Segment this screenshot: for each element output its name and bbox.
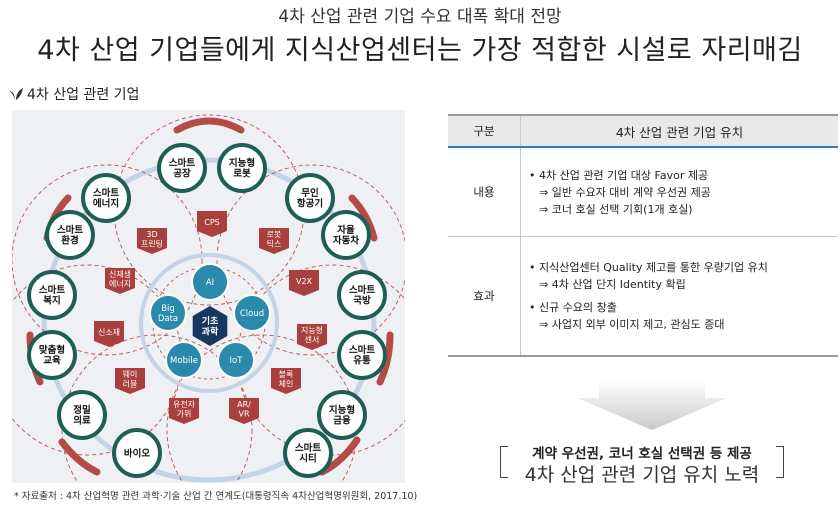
industry-node xyxy=(337,270,387,320)
rim-arc xyxy=(348,194,378,242)
table-header-category: 구분 xyxy=(448,114,521,148)
content-sub-item: ⇒ 일반 수요자 대비 계약 우선권 제공 xyxy=(539,185,711,199)
linkage-petal xyxy=(11,164,203,356)
industry-node xyxy=(112,428,162,478)
industry-node xyxy=(283,428,333,478)
industry-node xyxy=(217,143,267,193)
industry-node xyxy=(27,330,77,380)
core-tech-label: AI xyxy=(206,278,214,288)
table-row: 내용 • 4차 산업 관련 기업 대상 Favor 제공 ⇒ 일반 수요자 대비… xyxy=(448,147,838,237)
core-tech-node xyxy=(233,294,271,332)
tech-tag xyxy=(115,368,145,394)
industry-node-label: 바이오 xyxy=(124,447,150,459)
industry-node xyxy=(337,330,387,380)
down-arrow-icon xyxy=(577,380,727,430)
section-heading: 4차 산업 관련 기업 xyxy=(8,84,139,104)
section-label: 4차 산업 관련 기업 xyxy=(27,87,140,103)
core-tech-label: IoT xyxy=(230,356,244,366)
tech-tag xyxy=(197,211,227,237)
tech-tag-label: CPS xyxy=(204,218,220,227)
effect-sub-item: ⇒ 사업지 외부 이미지 제고, 관심도 증대 xyxy=(539,318,725,331)
content-sub-item: ⇒ 코너 호실 선택 기회(1개 호실) xyxy=(539,202,693,216)
table-row: 효과 • 지식산업센터 Quality 제고를 통한 우량기업 유치 ⇒ 4차 … xyxy=(448,236,838,357)
content-bullet: • 4차 산업 관련 기업 대상 Favor 제공 xyxy=(529,168,709,182)
industry-node xyxy=(81,173,131,223)
page-title: 4차 산업 기업들에게 지식산업센터는 가장 적합한 시설로 자리매김 xyxy=(37,35,803,66)
effect-bullet: • 신규 수요의 창출 xyxy=(529,301,617,314)
core-tech-node xyxy=(165,341,203,379)
tech-tag xyxy=(137,228,167,254)
tech-tag-label: 신소재 xyxy=(98,328,120,337)
tech-tag xyxy=(229,398,259,424)
industry-node xyxy=(45,210,95,260)
tech-tag xyxy=(259,228,289,254)
rim-arc xyxy=(173,117,245,134)
industry-node xyxy=(27,270,77,320)
inner-ring xyxy=(139,253,279,393)
industry-node xyxy=(157,143,207,193)
industry-node xyxy=(321,210,371,260)
tech-tag xyxy=(297,324,327,350)
left-bracket xyxy=(500,446,508,478)
core-tech-node xyxy=(149,294,187,332)
industry-node xyxy=(285,173,335,223)
tech-tag xyxy=(271,368,301,394)
tech-tag xyxy=(105,268,135,294)
right-bracket xyxy=(776,446,784,478)
row-label-content: 내용 xyxy=(448,147,521,237)
page-subtitle: 4차 산업 관련 기업 수요 대폭 확대 전망 xyxy=(278,7,562,27)
row-content-cell: • 4차 산업 관련 기업 대상 Favor 제공 ⇒ 일반 수요자 대비 계약… xyxy=(520,147,838,237)
tech-tag-label: V2X xyxy=(296,277,313,286)
leaf-icon xyxy=(9,88,23,100)
tech-tag xyxy=(169,398,199,424)
conclusion-box: 계약 우선권, 코너 호실 선택권 등 제공 4차 산업 관련 기업 유치 노력 xyxy=(500,438,784,486)
core-tech-node xyxy=(191,263,229,301)
source-note: * 자료출처 : 4차 산업혁명 관련 과학·기술 산업 간 연계도(대통령직속… xyxy=(14,491,418,502)
row-effect-cell: • 지식산업센터 Quality 제고를 통한 우량기업 유치 ⇒ 4차 산업 … xyxy=(520,236,838,357)
core-tech-label: Mobile xyxy=(170,356,198,366)
core-tech-node xyxy=(217,341,255,379)
outer-ring xyxy=(41,157,377,483)
conclusion-highlight: 계약 우선권, 코너 호실 선택권 등 제공 xyxy=(532,446,752,462)
tech-tag-label: AR/VR xyxy=(237,400,251,418)
tech-tag xyxy=(289,270,319,296)
core-tech-label: Cloud xyxy=(240,309,264,319)
effect-bullet: • 지식산업센터 Quality 제고를 통한 우량기업 유치 xyxy=(529,261,768,274)
attraction-table: 구분 4차 산업 관련 기업 유치 내용 • 4차 산업 관련 기업 대상 Fa… xyxy=(448,114,838,357)
tech-tag xyxy=(94,321,124,347)
row-label-effect: 효과 xyxy=(448,236,521,357)
conclusion-summary: 4차 산업 관련 기업 유치 노력 xyxy=(524,464,760,486)
industry-node xyxy=(57,390,107,440)
industry-node xyxy=(317,390,367,440)
basic-science-hub xyxy=(192,306,228,346)
table-header-title: 4차 산업 관련 기업 유치 xyxy=(520,114,838,148)
rim-arc xyxy=(376,331,394,386)
rim-arc xyxy=(58,438,101,476)
table-header-row: 구분 4차 산업 관련 기업 유치 xyxy=(448,114,838,148)
effect-sub-item: ⇒ 4차 산업 단지 Identity 확립 xyxy=(539,278,686,291)
